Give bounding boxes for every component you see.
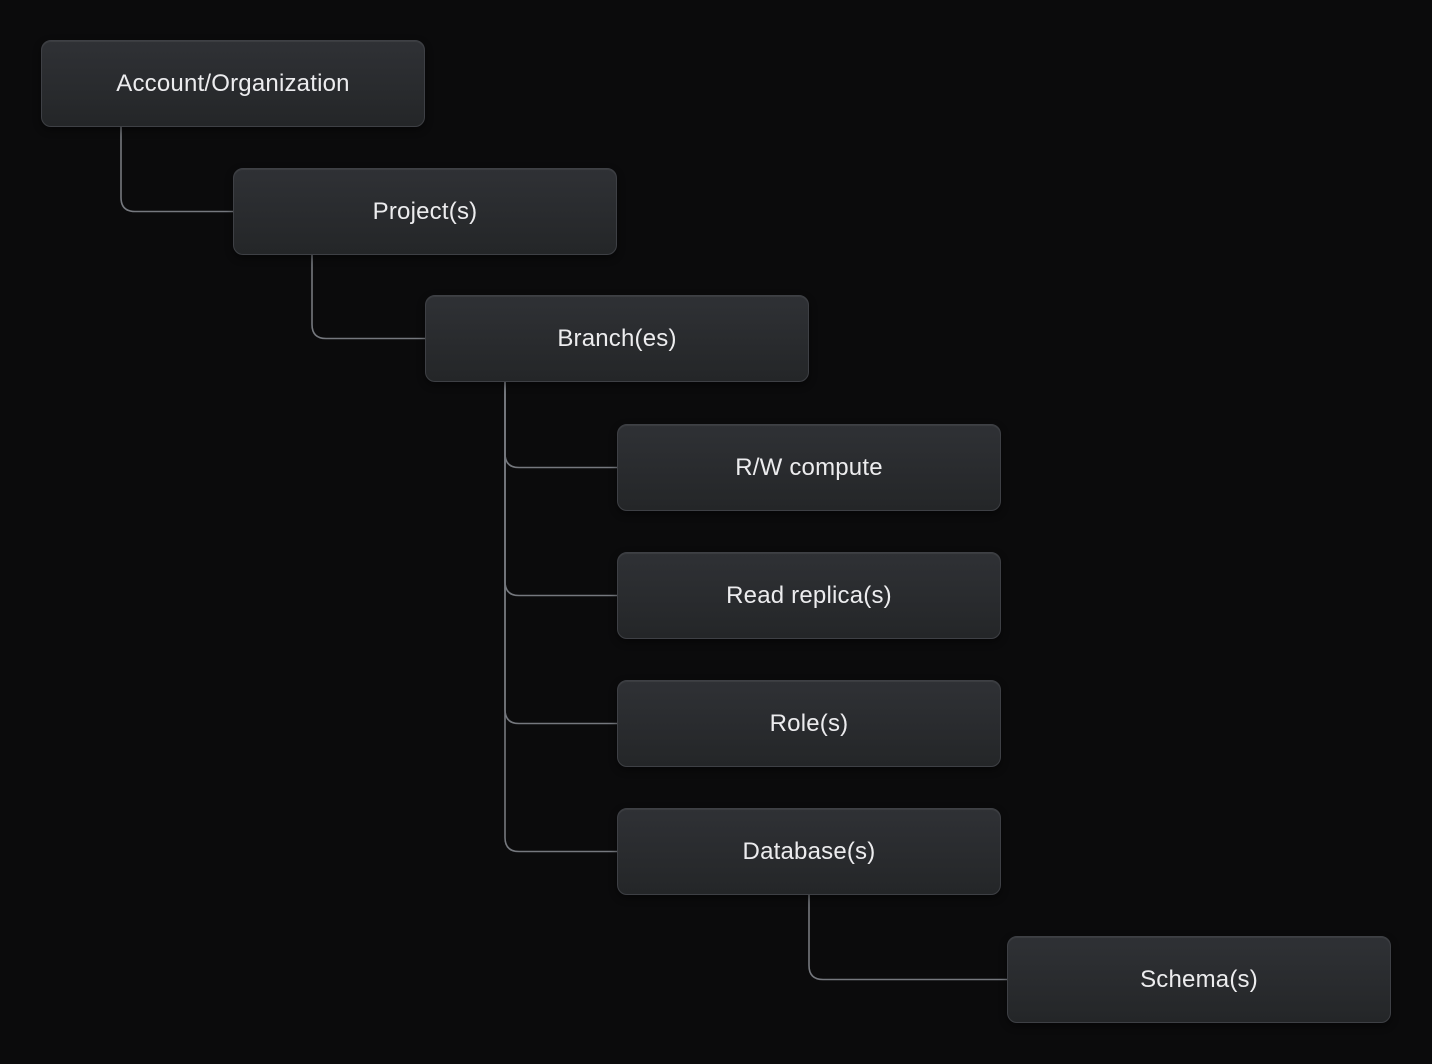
edge-databases-to-schemas xyxy=(808,895,1007,981)
node-branches: Branch(es) xyxy=(425,295,809,382)
edge-account-to-projects xyxy=(120,127,233,213)
node-rw-compute: R/W compute xyxy=(617,424,1001,511)
node-account-organization-label: Account/Organization xyxy=(116,69,350,97)
node-databases-label: Database(s) xyxy=(742,837,876,865)
node-schemas-label: Schema(s) xyxy=(1140,965,1258,993)
edge-projects-to-branches xyxy=(311,255,425,340)
node-read-replicas: Read replica(s) xyxy=(617,552,1001,639)
node-account-organization: Account/Organization xyxy=(41,40,425,127)
node-projects: Project(s) xyxy=(233,168,617,255)
edge-branches-to-read-replicas xyxy=(504,382,617,597)
node-branches-label: Branch(es) xyxy=(557,324,677,352)
node-projects-label: Project(s) xyxy=(372,197,478,225)
node-schemas: Schema(s) xyxy=(1007,936,1391,1023)
node-roles: Role(s) xyxy=(617,680,1001,767)
node-databases: Database(s) xyxy=(617,808,1001,895)
node-roles-label: Role(s) xyxy=(769,709,849,737)
node-rw-compute-label: R/W compute xyxy=(735,453,883,481)
edge-branches-to-rw-compute xyxy=(504,382,617,469)
edge-branches-to-roles xyxy=(504,382,617,725)
node-read-replicas-label: Read replica(s) xyxy=(726,581,892,609)
edge-branches-to-databases xyxy=(504,382,617,853)
